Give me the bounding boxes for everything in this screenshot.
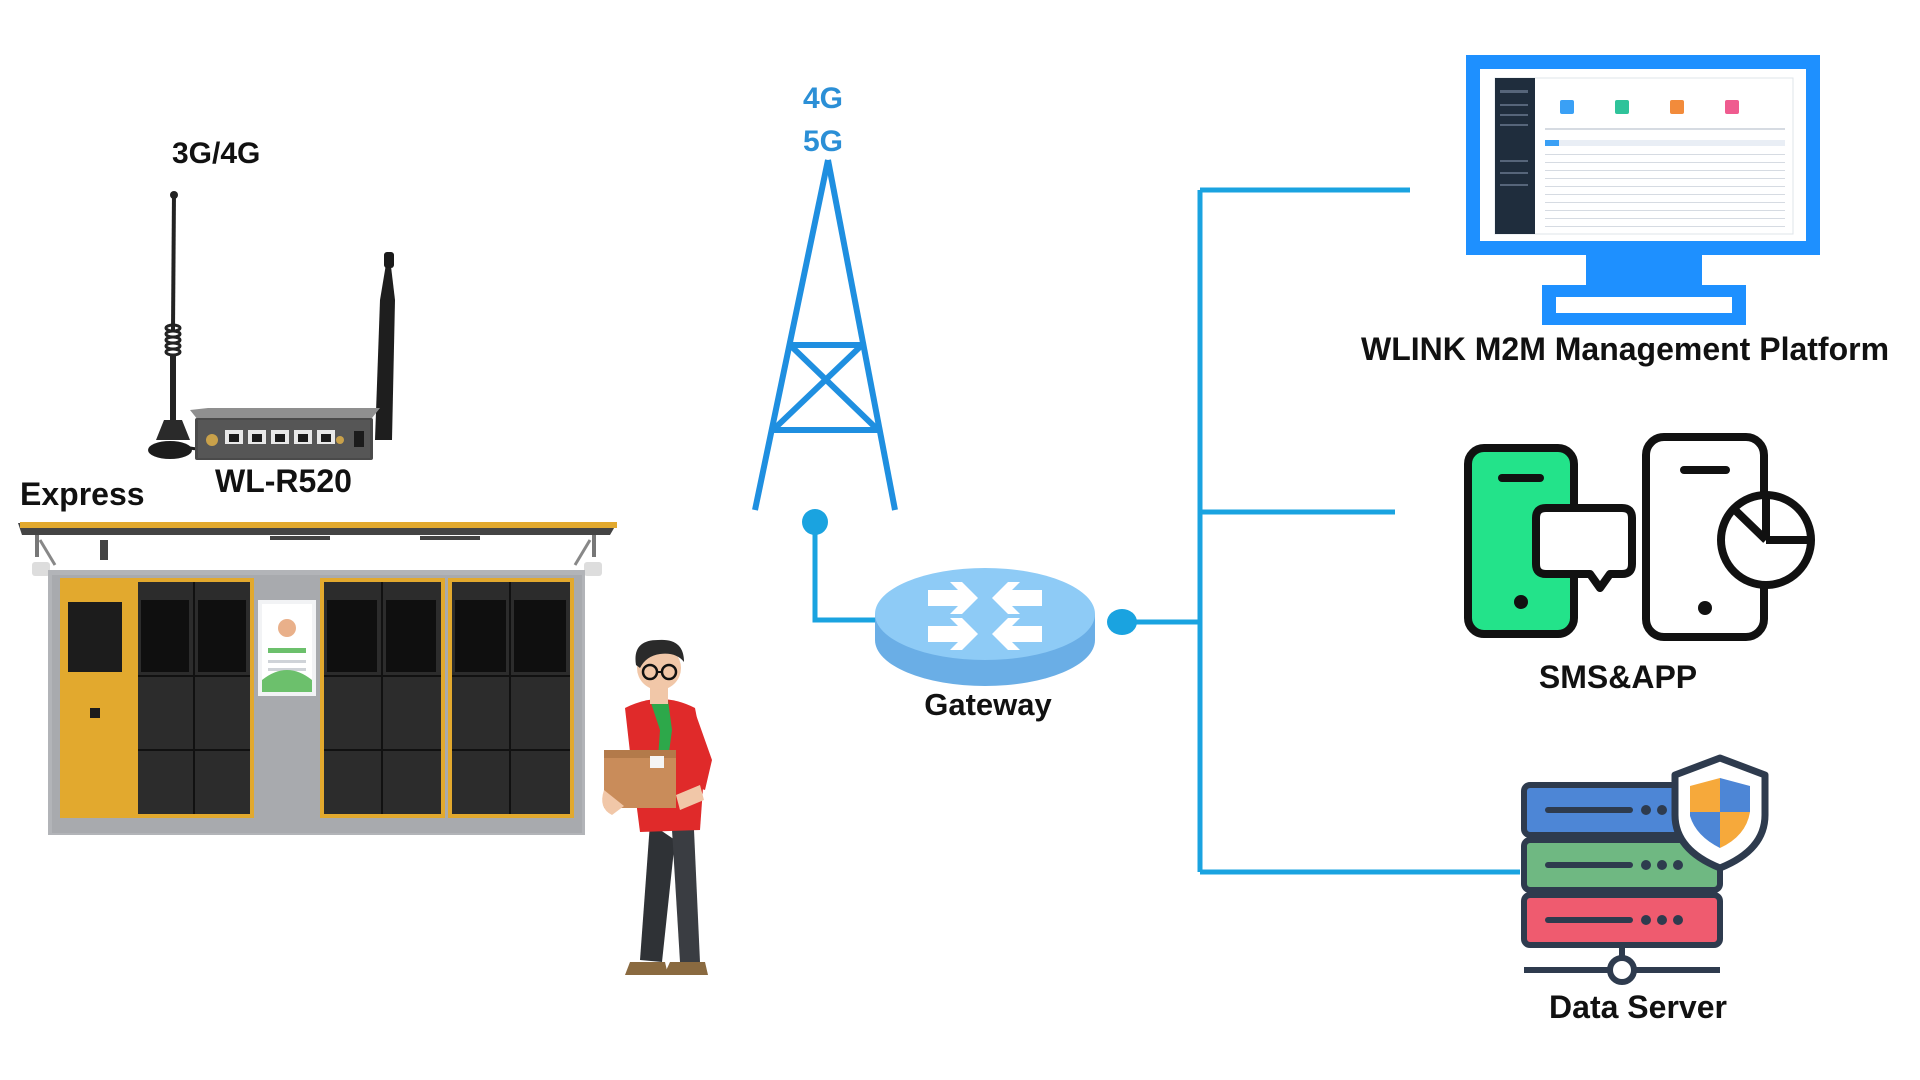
tower-link-node (802, 509, 828, 535)
sms-app-label: SMS&APP (1539, 659, 1697, 695)
tower-network-label-4g: 4G (803, 82, 843, 115)
gateway-link-node (1107, 609, 1137, 635)
router-model-label: WL-R520 (215, 463, 352, 499)
monitor-icon (1466, 55, 1820, 325)
data-server-label: Data Server (1549, 989, 1727, 1025)
locker-label: Express (20, 476, 145, 512)
sms-phone-icon (1464, 444, 1636, 638)
antenna-icon (148, 191, 212, 459)
tower-network-label-5g: 5G (803, 125, 843, 158)
tower-to-gateway-link (812, 520, 880, 623)
app-phone-icon (1642, 433, 1815, 641)
connection-lines (812, 187, 1520, 875)
router-icon (190, 252, 395, 460)
courier-person-icon (602, 639, 712, 975)
express-locker (18, 522, 617, 835)
shield-icon (1671, 754, 1769, 872)
platform-label: WLINK M2M Management Platform (1361, 331, 1889, 367)
network-type-label: 3G/4G (172, 137, 260, 170)
gateway-label: Gateway (924, 687, 1052, 722)
gateway-router-icon (875, 568, 1095, 686)
cell-tower-icon (752, 159, 898, 511)
server-icon (1521, 782, 1723, 985)
